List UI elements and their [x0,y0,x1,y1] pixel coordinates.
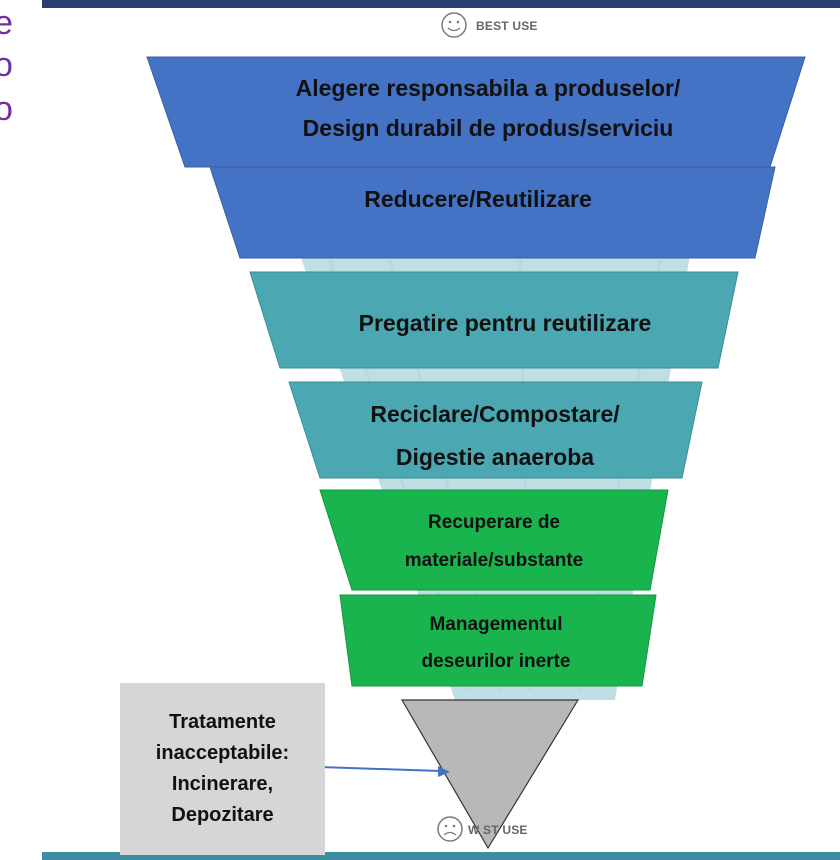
side-box-line: inacceptabile: [155,742,290,764]
cropped-side-text: o [0,90,13,128]
top-header-bar [42,0,840,8]
smiley-face-icon [441,12,467,38]
best-use-label: BEST USE [476,19,538,33]
tier-shape [288,381,703,479]
cropped-side-text: i [0,620,2,654]
sad-face-icon [437,816,463,842]
arrow-head-icon [438,766,450,777]
tier-shape [249,271,739,369]
tier-label: Recuperare de [428,512,560,533]
tier-label: Reciclare/Compostare/ [370,401,620,427]
tier-label: Pregatire pentru reutilizare [359,310,652,336]
cropped-side-text: o [0,46,13,84]
unacceptable-treatments-box: Tratamente inacceptabile: Incinerare, De… [120,683,325,855]
tier-shape [209,166,776,259]
tier-shape [319,489,669,591]
tier-label: Managementul [429,614,562,635]
tier-label: Design durabil de produs/serviciu [303,115,674,141]
tier-label: Reducere/Reutilizare [364,186,592,212]
tier-label: materiale/substante [405,550,583,571]
worst-use-label: W ST USE [468,823,528,837]
bottom-footer-bar [42,852,840,860]
tier-shape [146,56,806,168]
side-box-line: Tratamente [169,711,276,733]
cropped-side-text: e [0,4,13,42]
tier-shape [339,594,657,687]
tier-label: Digestie anaeroba [396,444,594,470]
tier-label: deseurilor inerte [422,651,571,672]
side-box-line: Incinerare, [171,773,274,795]
arrow-line [319,766,441,772]
tier-label: Alegere responsabila a produselor/ [296,75,681,101]
side-box-line: Depozitare [171,804,274,826]
